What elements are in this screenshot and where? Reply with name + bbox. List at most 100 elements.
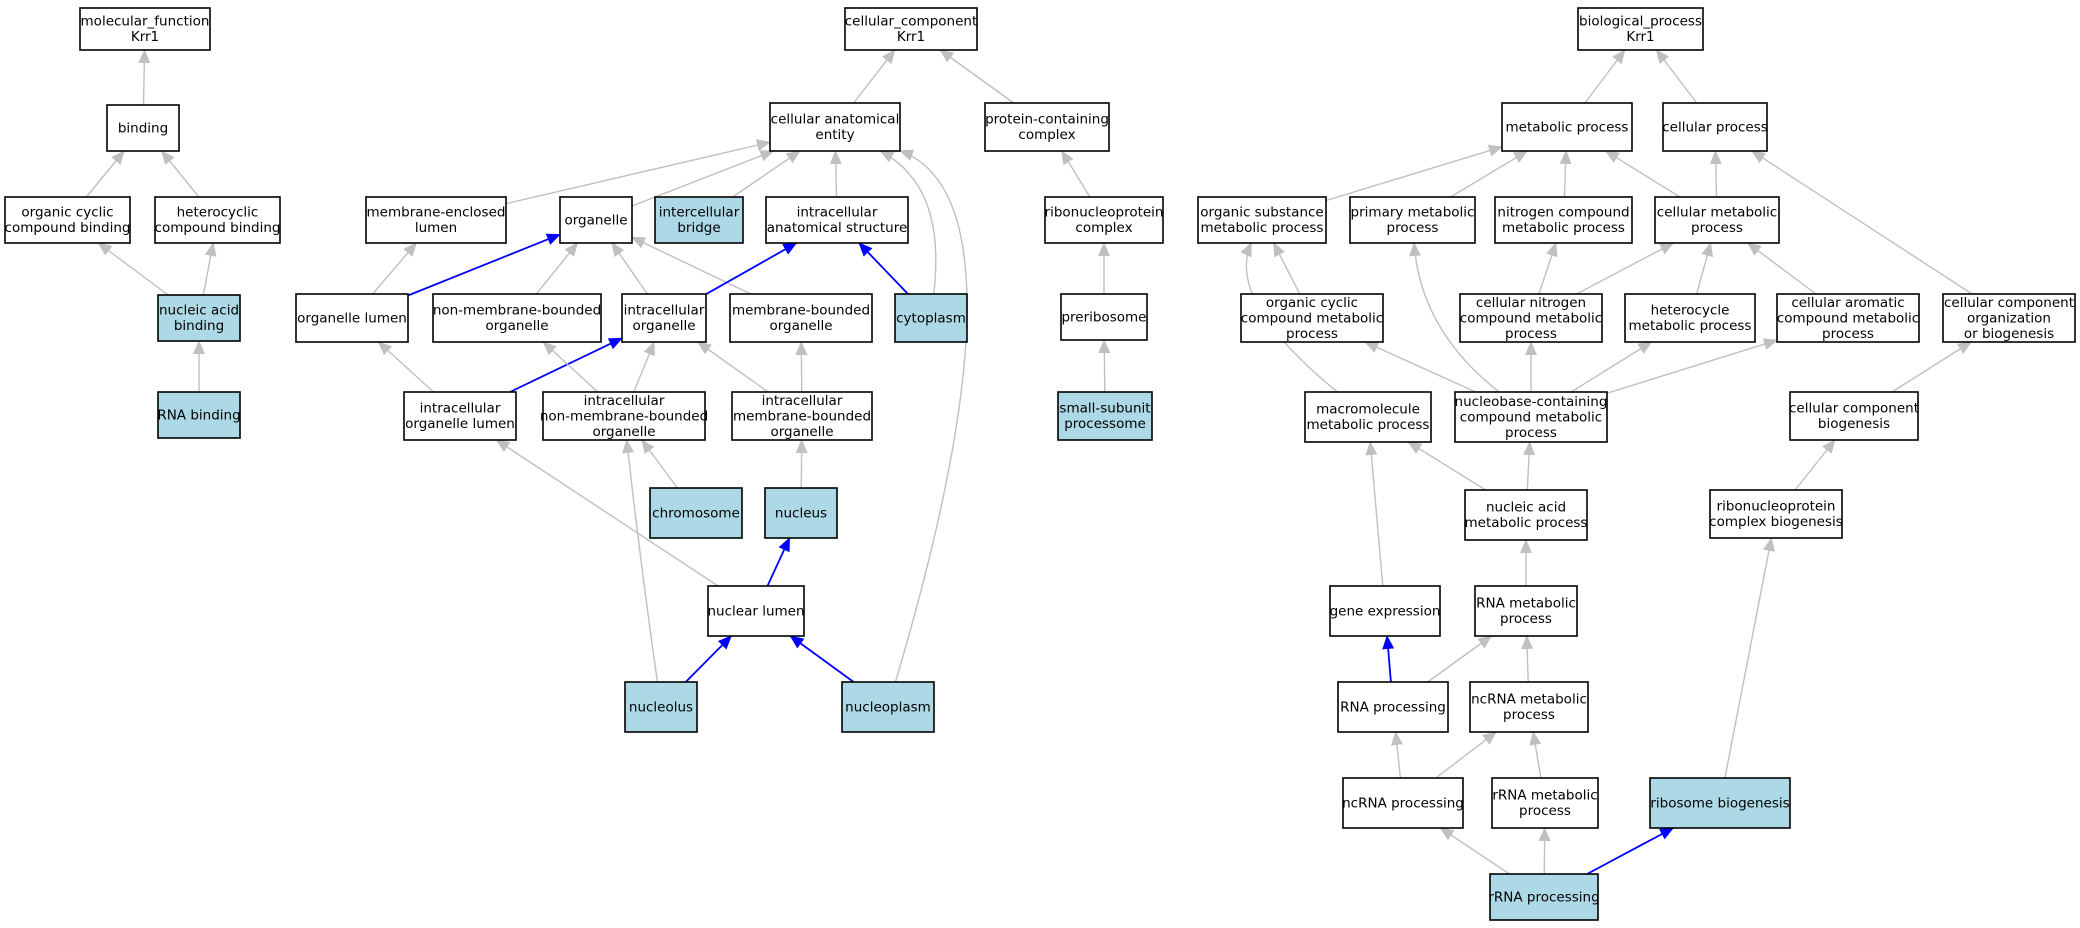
go-term-label: rRNA processing (1488, 889, 1599, 905)
go-term-label: lumen (415, 220, 457, 236)
go-term-label: ncRNA processing (1342, 795, 1464, 811)
edge-cncmp-to-ncmp (1538, 242, 1558, 295)
go-term-label: compound binding (155, 220, 281, 236)
edge-cellproc-to-bp (1655, 49, 1698, 104)
go-term-node-rb[interactable]: ribosome biogenesis (1649, 777, 1791, 829)
go-term-box (1649, 777, 1791, 829)
go-term-node-preribosome[interactable]: preribosome (1060, 293, 1148, 341)
edge-nbcmp-to-cacmp (1606, 338, 1778, 394)
go-term-node-rnap[interactable]: RNA processing (1337, 681, 1449, 733)
go-term-label: cellular aromatic (1791, 295, 1904, 311)
go-term-label: cellular metabolic (1657, 205, 1777, 221)
go-term-node-nucleus[interactable]: nucleus (764, 487, 838, 539)
go-term-node-inmbo[interactable]: intracellularnon-membrane-boundedorganel… (540, 391, 708, 441)
go-term-label: complex biogenesis (1709, 514, 1843, 530)
go-term-node-cytoplasm[interactable]: cytoplasm (894, 293, 968, 343)
go-term-node-nuclumen[interactable]: nuclear lumen (707, 585, 805, 637)
go-term-label: nucleic acid (1486, 500, 1566, 516)
go-term-node-metproc[interactable]: metabolic process (1501, 102, 1633, 152)
go-term-label: non-membrane-bounded (433, 303, 601, 319)
go-term-node-cellproc[interactable]: cellular process (1662, 102, 1768, 152)
edge-rb-to-rnpcb (1724, 537, 1775, 779)
edge-nab-to-hcb (202, 242, 217, 296)
go-term-node-ge[interactable]: gene expression (1329, 585, 1441, 637)
edge-mel-to-cae (505, 139, 771, 205)
go-term-box (79, 7, 211, 51)
go-term-box (1057, 391, 1153, 441)
go-term-label: heterocycle (1651, 303, 1730, 319)
go-term-label: binding (174, 318, 224, 334)
edge-nab-to-occb (97, 242, 169, 296)
go-term-box (542, 391, 706, 441)
go-term-box (1662, 102, 1768, 152)
go-term-label: macromolecule (1316, 402, 1420, 418)
go-term-node-rrnap[interactable]: rRNA processing (1488, 873, 1600, 921)
go-term-label: ribonucleoprotein (1045, 205, 1164, 221)
go-term-label: RNA metabolic (1476, 596, 1576, 612)
go-term-node-ncrnap[interactable]: ncRNA processing (1342, 777, 1464, 829)
edge-inmbo-to-io (633, 341, 655, 393)
go-term-label: nucleolus (629, 699, 693, 715)
edge-namp-to-mmp (1407, 441, 1487, 491)
go-term-node-binding[interactable]: binding (106, 104, 180, 152)
go-term-label: organelle (632, 318, 695, 334)
edge-rrnamp-to-ncrnamp (1529, 731, 1542, 779)
go-term-label: nitrogen compound (1497, 205, 1629, 221)
go-term-node-rnab[interactable]: RNA binding (157, 391, 241, 439)
edge-layer (85, 49, 1973, 875)
edge-nbcmp-to-pmp (1408, 242, 1500, 393)
go-term-node-nucleoplasm[interactable]: nucleoplasm (841, 681, 935, 733)
edge-hmp-to-cmp (1695, 242, 1713, 295)
go-term-node-chromosome[interactable]: chromosome (649, 487, 743, 539)
go-term-box (1329, 585, 1441, 637)
go-term-label: organic cyclic (21, 205, 113, 221)
go-term-label: metabolic process (1629, 318, 1752, 334)
go-term-label: cellular nitrogen (1476, 295, 1586, 311)
go-term-label: RNA binding (157, 407, 240, 423)
go-term-label: metabolic process (1502, 220, 1625, 236)
edge-cytoplasm-to-cae (879, 150, 937, 295)
go-term-node-organelle[interactable]: organelle (559, 196, 633, 244)
go-term-label: rRNA metabolic (1492, 788, 1597, 804)
go-term-node-ol[interactable]: organelle lumen (295, 293, 409, 343)
go-term-box (432, 293, 602, 343)
edge-imbo-to-mbo (795, 341, 808, 393)
go-term-node-nucleolus[interactable]: nucleolus (624, 681, 698, 733)
